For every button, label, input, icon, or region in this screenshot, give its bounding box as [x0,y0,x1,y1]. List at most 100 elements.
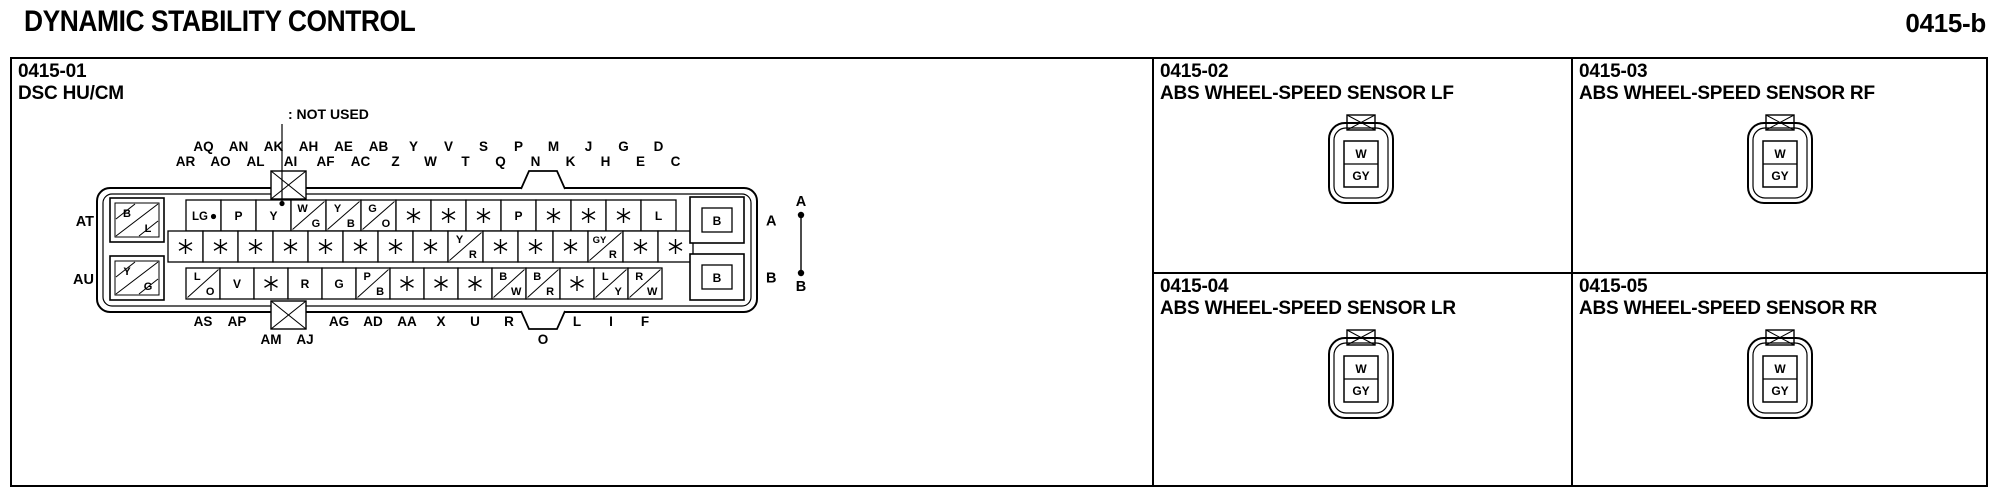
sensor-pin-label: W [1774,147,1786,161]
sensor-pin-label: GY [1352,169,1369,183]
not-used-star-icon [248,242,263,251]
wire-color-label: Y [614,286,622,298]
panel-name: ABS WHEEL-SPEED SENSOR RR [1579,298,1877,319]
pin-position-label: H [601,154,611,169]
not-used-star-icon [283,242,298,251]
pin-position-label: W [424,154,437,169]
pin-position-label: O [538,332,549,347]
sensor-pin-label: GY [1771,169,1788,183]
pin-position-label: AQ [193,139,213,154]
legend-pointer-dot [279,200,285,207]
left-cell-diagonal [138,278,159,295]
pin-position-label: AN [229,139,249,154]
not-used-star-icon [178,242,193,251]
wire-color-label: B [533,271,541,283]
pin-position-label: AJ [296,332,313,347]
wire-color-label: B [376,286,384,298]
not-used-star-icon [476,211,491,220]
pin-position-label: C [671,154,681,169]
not-used-star-icon [468,279,482,288]
pin-position-label: U [470,314,480,329]
pin-cell [640,199,677,232]
not-used-star-icon [434,279,448,288]
not-used-star-icon [570,279,584,288]
pin-cell [287,267,323,300]
left-cell-diagonal [115,203,159,237]
pin-position-label: AC [351,154,371,169]
pin-position-label: E [636,154,645,169]
wire-color-label: Y [269,209,277,223]
panel-sensor-rr: 0415-05 ABS WHEEL-SPEED SENSOR RR [1571,272,1986,485]
wire-color-label: B [123,208,131,220]
pin-position-label: N [531,154,541,169]
not-used-star-icon [441,211,456,220]
left-cell-diagonal [138,220,159,237]
right-cell-inner [701,264,733,290]
pin-position-label: AE [334,139,353,154]
panel-sensor-rf: 0415-03 ABS WHEEL-SPEED SENSOR RF [1571,59,1986,272]
pin-position-label: P [514,139,523,154]
wire-color-label: R [469,249,477,261]
not-used-star-icon [493,242,508,251]
orientation-label-b: B [796,279,806,295]
pin-position-label: AD [363,314,383,329]
wire-split-line [589,232,622,261]
pin-position-label: X [436,314,445,329]
wire-color-label: B [499,271,507,283]
wire-split-line [187,269,219,298]
pin-position-label: Y [409,139,418,154]
wire-split-line [527,269,559,298]
left-cell-inner [114,202,160,238]
not-used-star-icon [423,242,438,251]
wire-color-label: LG [192,211,208,223]
pin-position-label: S [479,139,488,154]
panel-dsc-hucm: 0415-01 DSC HU/CM [12,59,1152,485]
wire-color-label: G [334,277,343,291]
panel-code: 0415-01 [18,61,87,82]
wire-color-label: B [713,271,722,285]
not-used-star-icon [353,242,368,251]
wire-color-label: L [602,271,609,283]
pin-position-label: F [641,314,649,329]
wire-color-label: G [312,218,321,230]
not-used-star-icon [406,211,421,220]
page-title: DYNAMIC STABILITY CONTROL [24,5,416,38]
page-code: 0415-b [1905,8,1986,38]
sensor-connector-icon: WGY [1747,329,1813,419]
not-used-star-icon [400,279,414,288]
mounting-box-cross-icon [270,170,307,200]
pin-position-label: AF [317,154,335,169]
right-cell-inner [701,207,733,233]
sensor-shell-inner [1333,127,1389,199]
pin-cell [321,267,357,300]
pin-cell [219,267,255,300]
wire-split-line [362,201,395,230]
wire-color-label: W [297,203,308,215]
pin-position-label: AR [176,154,196,169]
panel-code: 0415-03 [1579,61,1648,82]
right-pin-label: B [766,271,776,287]
not-used-star-icon [388,242,403,251]
panel-name: ABS WHEEL-SPEED SENSOR RF [1579,83,1875,104]
wire-color-label: L [145,223,152,235]
pin-position-label: V [444,139,453,154]
pin-position-label: L [573,314,581,329]
not-used-star-icon [213,242,228,251]
not-used-star-icon [563,242,578,251]
wire-color-label: O [382,218,391,230]
wire-color-label: P [364,271,371,283]
not-used-star-icon [318,242,333,251]
top-alignment-tab [520,170,566,190]
wire-color-label: L [655,209,662,223]
panel-name: ABS WHEEL-SPEED SENSOR LF [1160,83,1454,104]
panel-sensor-lr: 0415-04 ABS WHEEL-SPEED SENSOR LR [1152,272,1571,485]
wire-color-label: Y [123,266,131,278]
sensor-shell-outer [1328,122,1394,204]
wire-color-label: P [514,209,522,223]
sensor-pin-label: GY [1771,384,1788,398]
wire-split-line [357,269,389,298]
mounting-box-cross-icon [270,300,307,330]
pin-position-label: I [609,314,613,329]
